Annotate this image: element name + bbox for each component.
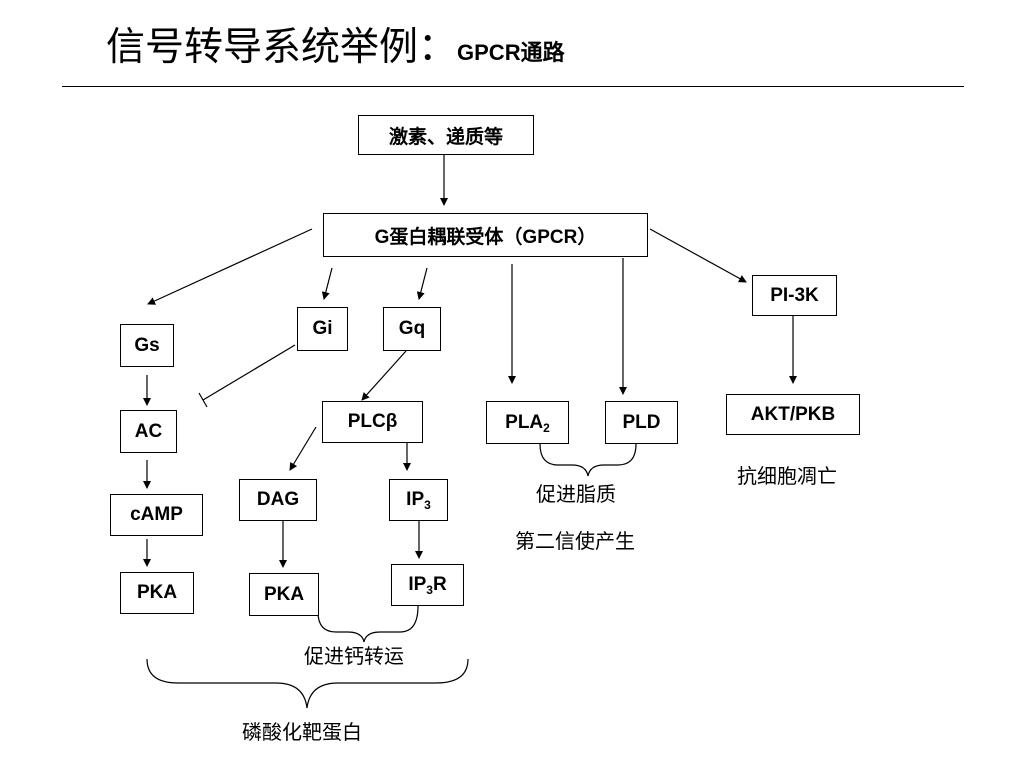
camp-label: cAMP <box>130 504 183 525</box>
ip3-box: IP3 <box>389 479 448 521</box>
note-phosphorylation: 磷酸化靶蛋白 <box>242 720 362 744</box>
ip3r-box: IP3R <box>391 564 464 606</box>
gs-box: Gs <box>120 324 174 367</box>
pka-mid-label: PKA <box>263 583 305 605</box>
note-calcium: 促进钙转运 <box>304 644 404 668</box>
pka-left-box: PKA <box>120 572 194 614</box>
pka-left-label: PKA <box>136 582 178 603</box>
title-sub: GPCR通路 <box>457 40 565 65</box>
hormone-box: 激素、递质等 <box>358 115 534 155</box>
note-lipid-line2: 第二信使产生 <box>515 529 635 553</box>
gq-box: Gq <box>383 307 441 351</box>
ac-label: AC <box>134 420 163 442</box>
note-lipid-line1: 促进脂质 <box>536 482 616 506</box>
gi-box: Gi <box>297 307 348 351</box>
plcb-label: PLCβ <box>347 411 398 432</box>
note-anti-apoptosis: 抗细胞凋亡 <box>737 464 837 488</box>
gpcr-label: G蛋白耦联受体（GPCR） <box>374 226 597 248</box>
pi3k-box: PI-3K <box>752 275 837 316</box>
title-main: 信号转导系统举例： <box>106 25 458 70</box>
plcb-box: PLCβ <box>322 401 423 443</box>
arrow-plcb-dag <box>289 426 317 471</box>
arrow-gq-plcb <box>361 350 407 401</box>
pld-box: PLD <box>605 401 678 444</box>
arrow-gpcr-gi <box>321 267 333 300</box>
arrow-gpcr-gs <box>147 228 313 305</box>
gs-label: Gs <box>134 334 160 356</box>
ip3r-label: IP3R <box>408 574 447 597</box>
hormone-label: 激素、递质等 <box>388 126 503 148</box>
gpcr-box: G蛋白耦联受体（GPCR） <box>323 213 648 257</box>
title-divider <box>62 86 964 87</box>
pld-label: PLD <box>622 411 661 433</box>
gq-label: Gq <box>398 318 426 339</box>
gi-label: Gi <box>312 318 333 339</box>
inhibit-bar <box>198 392 208 408</box>
pla2-box: PLA2 <box>486 401 569 444</box>
arrow-gpcr-pi3k <box>649 228 747 283</box>
inhibit-gi-ac <box>202 344 296 401</box>
pla2-label: PLA2 <box>505 411 550 435</box>
dag-box: DAG <box>239 479 317 521</box>
brace-calcium <box>317 605 419 643</box>
ip3-label: IP3 <box>406 489 431 512</box>
akt-label: AKT/PKB <box>750 403 836 425</box>
arrow-gpcr-gq <box>416 267 428 300</box>
akt-box: AKT/PKB <box>726 394 860 435</box>
brace-phosphorylation <box>146 658 469 709</box>
camp-box: cAMP <box>110 494 203 536</box>
page-title: 信号转导系统举例：GPCR通路 <box>106 22 565 79</box>
pka-mid-box: PKA <box>249 573 319 616</box>
dag-label: DAG <box>256 489 300 510</box>
brace-lipid <box>539 443 637 477</box>
pi3k-label: PI-3K <box>770 284 819 306</box>
ac-box: AC <box>120 410 177 453</box>
